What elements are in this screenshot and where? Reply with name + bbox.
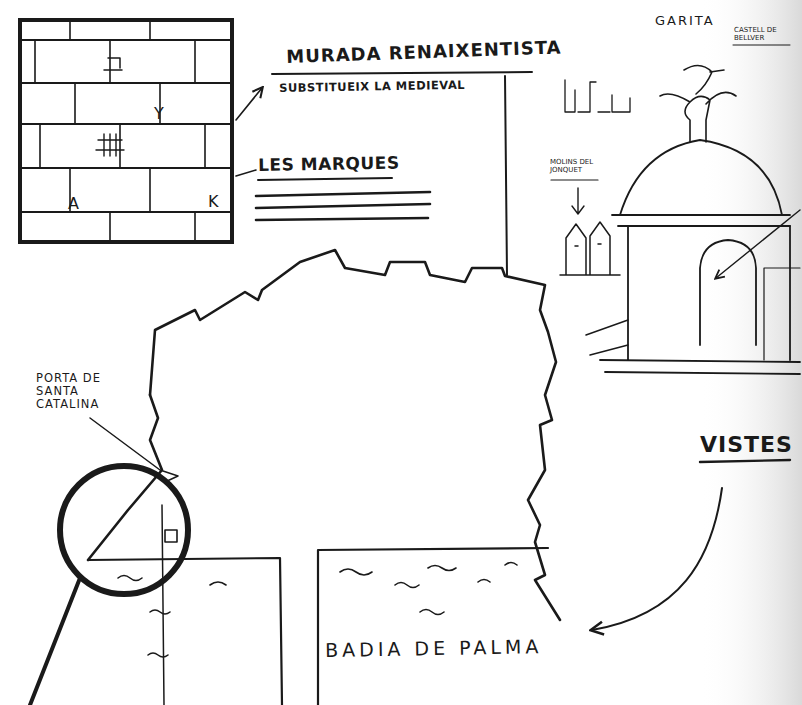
- flag: [165, 530, 177, 542]
- harbour-line: [318, 548, 548, 705]
- place-name: MOLINS DEL JONQUET: [550, 158, 600, 174]
- place-name: PORTA DE SANTA CATALINA: [36, 372, 124, 412]
- mason-mark-letter: Y: [154, 104, 164, 123]
- brick-course: [20, 40, 232, 212]
- mason-mark: [96, 134, 124, 156]
- mason-mark: [104, 58, 122, 70]
- flag-pole: [162, 505, 164, 705]
- mason-mark-letter: K: [208, 192, 219, 211]
- stone-wall-box: Y A K: [18, 18, 234, 244]
- magnifier-handle: [30, 578, 80, 705]
- brick-joint: [35, 20, 205, 240]
- city-wall: [88, 395, 162, 560]
- windmill-sketch: [560, 222, 620, 275]
- page-shade: [700, 0, 802, 705]
- leader-arrow: [572, 188, 584, 214]
- leader-arrow: [592, 488, 722, 630]
- part-name: GARITA: [655, 14, 715, 29]
- underline: [551, 179, 598, 180]
- underline: [258, 178, 392, 180]
- divider-line: [505, 76, 507, 275]
- mason-mark-letter: A: [68, 194, 79, 213]
- garita-body: [600, 226, 800, 374]
- underline: [700, 460, 790, 462]
- garita-cornice: [612, 215, 790, 226]
- garita-sketch: [764, 268, 800, 360]
- castle-sketch: [565, 80, 630, 112]
- city-wall: [150, 250, 560, 620]
- section-heading: MURADA RENAIXENTISTA: [286, 37, 562, 67]
- waves: [340, 563, 517, 615]
- section-heading: LES MARQUES: [258, 154, 400, 176]
- underline: [272, 72, 532, 74]
- place-name: CASTELL DE BELLVER: [734, 26, 796, 42]
- garita-door: [700, 240, 756, 345]
- leader-arrow: [236, 88, 262, 120]
- place-name: BADIA DE PALMA: [325, 636, 543, 662]
- harbour-line: [88, 558, 282, 705]
- leader-line: [236, 170, 256, 176]
- garita-dome: [620, 140, 782, 215]
- bird-finial: [660, 65, 736, 142]
- underline: [733, 45, 790, 46]
- wall-stones: [586, 320, 628, 355]
- subheading: SUBSTITUEIX LA MEDIEVAL: [279, 79, 465, 95]
- section-heading: VISTES: [700, 432, 793, 457]
- waves: [118, 576, 226, 658]
- text-lines: [256, 192, 430, 220]
